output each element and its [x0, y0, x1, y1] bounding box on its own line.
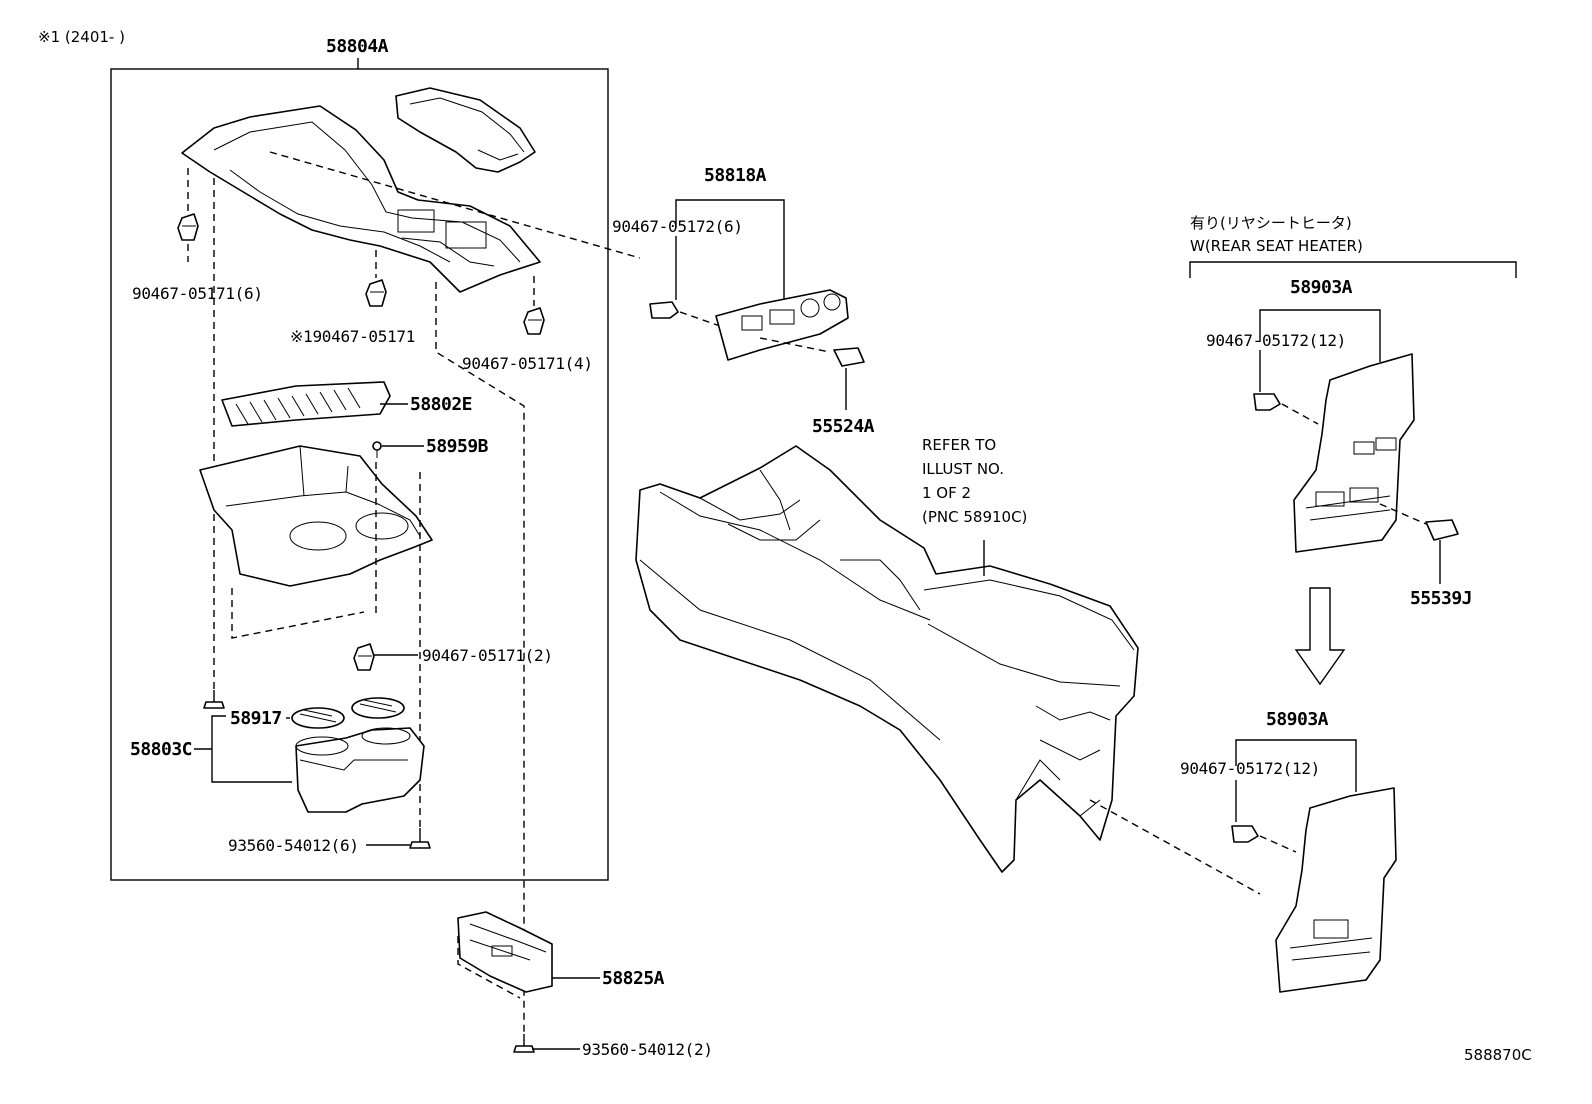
- callout-55524A[interactable]: 55524A: [812, 416, 875, 437]
- header-note: ※1 (2401- ): [38, 28, 125, 46]
- rear-tray-58825A: [457, 911, 553, 993]
- callout-58903A-bottom[interactable]: 58903A: [1266, 709, 1329, 730]
- callout-58903A-top[interactable]: 58903A: [1290, 277, 1353, 298]
- clip-center: [365, 279, 387, 307]
- switch-55539J: [1425, 519, 1459, 541]
- footer-code: 588870C: [1464, 1046, 1532, 1064]
- tray-58802E: [221, 381, 391, 427]
- rear-panel-heater: [1293, 353, 1415, 553]
- heater-note-line-2: W(REAR SEAT HEATER): [1190, 237, 1363, 255]
- cup-pads-58917: [291, 697, 405, 729]
- callout-90467-05171-4[interactable]: 90467-05171(4): [462, 354, 593, 373]
- callout-58804A[interactable]: 58804A: [326, 36, 389, 57]
- heater-note-line-1: 有り(リヤシートヒータ): [1190, 214, 1352, 232]
- callout-90467-05172-6[interactable]: 90467-05172(6): [612, 217, 743, 236]
- callout-58818A[interactable]: 58818A: [704, 165, 767, 186]
- dash-clip-heater-top: [1281, 403, 1319, 425]
- callout-93560-54012-2[interactable]: 93560-54012(2): [582, 1040, 713, 1059]
- callout-90467-05172-12-top[interactable]: 90467-05172(12): [1206, 331, 1346, 350]
- dash-frame-outline: [231, 588, 365, 639]
- callout-58917[interactable]: 58917: [230, 708, 282, 729]
- clip-left: [177, 213, 199, 241]
- callout-90467-05171-6[interactable]: 90467-05171(6): [132, 284, 263, 303]
- screw-2: [513, 1034, 535, 1053]
- callout-55539J[interactable]: 55539J: [1410, 588, 1473, 609]
- assembly-box: [110, 68, 609, 881]
- refer-line-4: (PNC 58910C): [922, 508, 1027, 526]
- leader-58818A-bracket: [675, 199, 785, 302]
- refer-line-3: 1 OF 2: [922, 484, 971, 502]
- callout-58803C[interactable]: 58803C: [130, 739, 193, 760]
- cupholder-frame: [199, 445, 433, 587]
- dash-panel-to-55539J: [1379, 503, 1427, 525]
- dash-clip-heater-bottom: [1259, 835, 1297, 853]
- dash-center-vertical: [435, 282, 525, 1034]
- callout-93560-54012-6[interactable]: 93560-54012(6): [228, 836, 359, 855]
- callout-58959B[interactable]: 58959B: [426, 436, 489, 457]
- clip-switch: [649, 301, 679, 319]
- screw-6: [409, 828, 431, 849]
- callout-90467-05171-2[interactable]: 90467-05171(2): [422, 646, 553, 665]
- dash-clip-switch: [679, 311, 721, 327]
- console-top-cover: [395, 87, 536, 173]
- leader-58903A-bottom-bracket: [1235, 739, 1357, 792]
- pin-58959B: [372, 441, 382, 458]
- transition-arrow: [1294, 587, 1346, 686]
- dash-console-to-rear-panel: [1089, 799, 1261, 895]
- heater-bracket: [1189, 261, 1517, 278]
- dash-bezel-to-switch: [269, 151, 641, 259]
- callout-90467-05172-12-bottom[interactable]: 90467-05172(12): [1180, 759, 1320, 778]
- dash-58825A: [457, 936, 521, 999]
- screw-left: [203, 690, 225, 709]
- refer-line-2: ILLUST NO.: [922, 460, 1004, 478]
- clip-right: [523, 307, 545, 335]
- callout-58802E[interactable]: 58802E: [410, 394, 473, 415]
- console-box: [635, 445, 1139, 873]
- cupholder-58803C: [295, 727, 425, 813]
- clip-heater-top: [1253, 393, 1281, 411]
- leader-58903A-top-bracket: [1259, 309, 1381, 362]
- refer-line-1: REFER TO: [922, 436, 996, 454]
- switch-55524A: [833, 347, 865, 367]
- callout-58825A[interactable]: 58825A: [602, 968, 665, 989]
- clip-lower: [353, 643, 375, 671]
- callout-90467-05171-x1[interactable]: ※190467-05171: [290, 327, 415, 346]
- rear-panel-standard: [1275, 787, 1397, 993]
- switch-base-58818A: [715, 289, 849, 361]
- clip-heater-bottom: [1231, 825, 1259, 843]
- refer-note: REFER TO ILLUST NO. 1 OF 2 (PNC 58910C): [922, 436, 1027, 526]
